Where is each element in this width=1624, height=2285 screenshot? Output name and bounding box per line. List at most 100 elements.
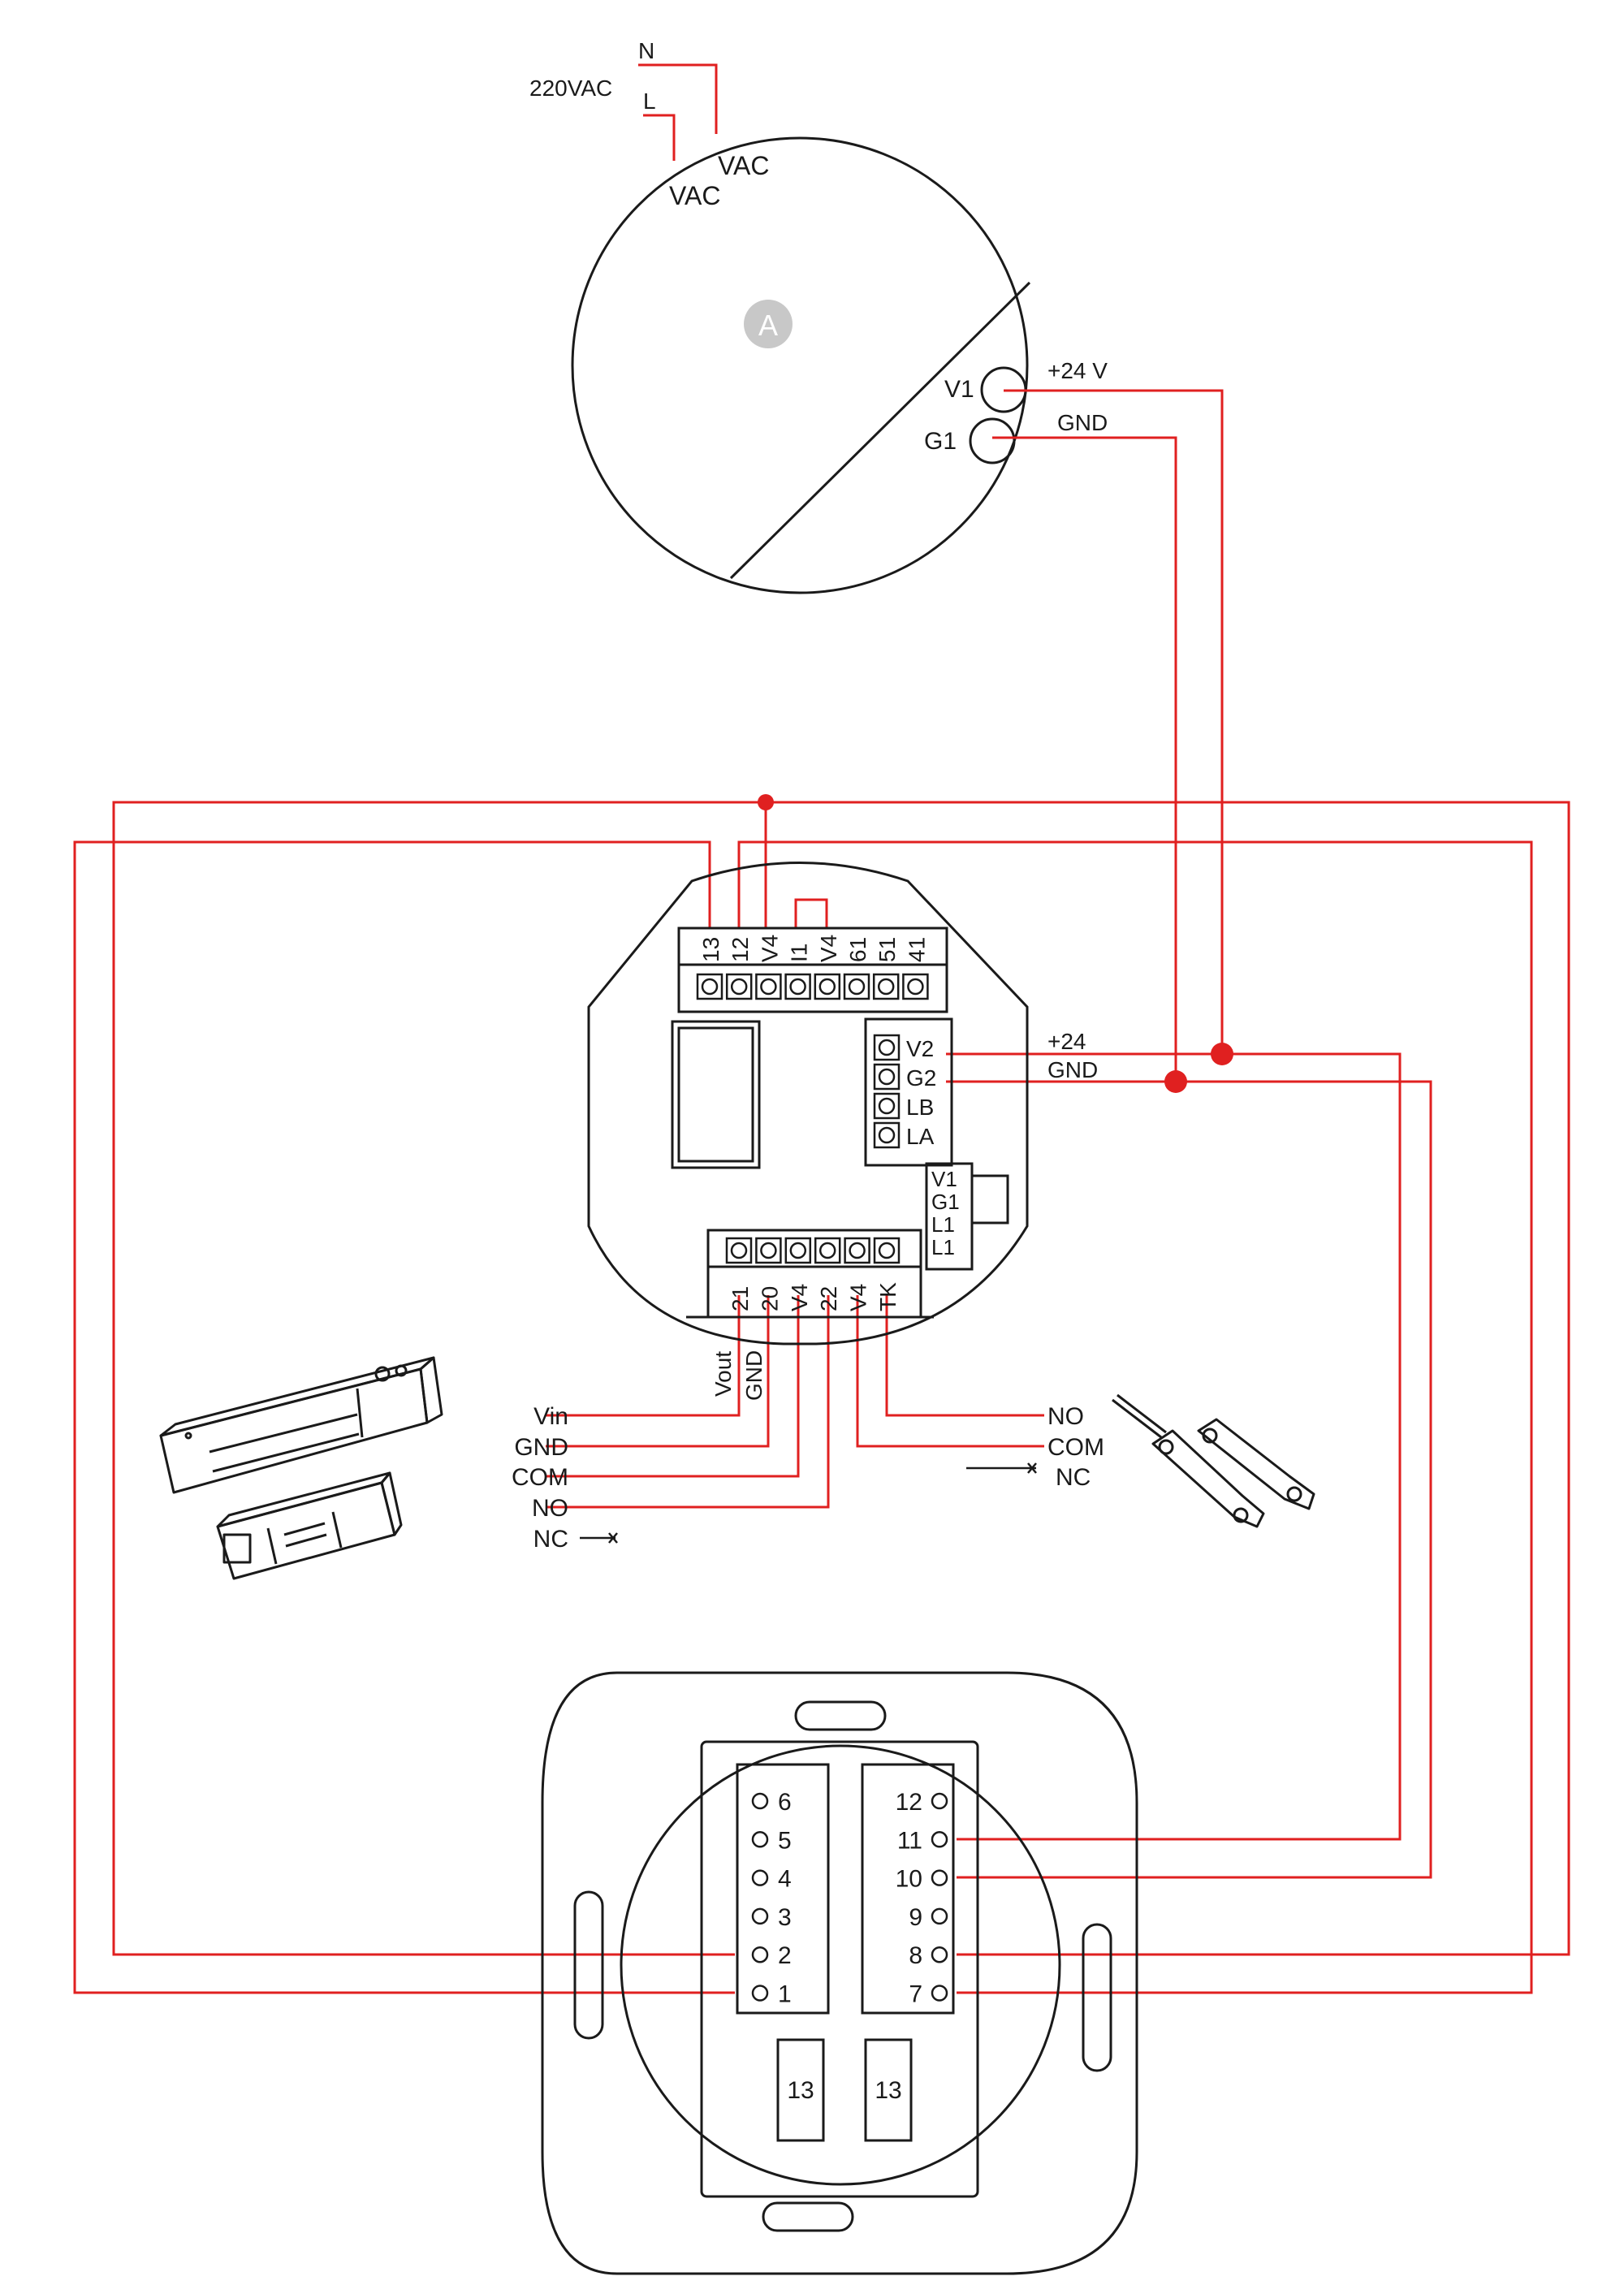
top-terminal-1-screw-icon	[730, 978, 748, 996]
panel-jumper-2-block	[864, 2038, 913, 2142]
label-g1: G1	[924, 428, 957, 455]
right-terminal-3	[873, 1121, 901, 1149]
component-inner	[677, 1026, 754, 1163]
mains-wires	[638, 63, 718, 161]
top-terminal-label: 12	[728, 937, 753, 962]
panel-pin-icon	[751, 1869, 769, 1886]
panel-top-slot	[794, 1700, 887, 1731]
bottom-terminal-label: 22	[816, 1286, 841, 1311]
label-com-lock: COM	[512, 1464, 568, 1491]
right-terminal-2	[873, 1092, 901, 1120]
top-terminal-7-screw-icon	[907, 978, 924, 996]
panel-right-terminal-label: 9	[909, 1904, 922, 1931]
right-terminal-screws	[873, 1034, 901, 1149]
top-terminal-label: 61	[845, 937, 870, 962]
wire-no-lock	[546, 1295, 830, 1509]
top-terminal-screws	[696, 973, 929, 1000]
panel-pin-icon	[931, 1831, 948, 1848]
aux-terminal-label: L1	[931, 1212, 955, 1237]
label-no-lock: NO	[532, 1495, 568, 1522]
panel-left-slot	[573, 1890, 604, 2040]
right-terminal-1	[873, 1063, 901, 1091]
aux-terminal-label: V1	[931, 1167, 957, 1191]
aux-terminal-label: L1	[931, 1235, 955, 1259]
label-plus24v: +24 V	[1047, 358, 1108, 383]
right-terminal-3-screw-icon	[878, 1126, 896, 1144]
panel-right-terminal-block	[861, 1763, 955, 2015]
bottom-terminal-label: V4	[846, 1284, 871, 1311]
top-terminal-6-screw-icon	[877, 978, 895, 996]
label-bus-plus24: +24	[1047, 1029, 1086, 1054]
wall-panel	[541, 1671, 1138, 2275]
bottom-terminal-1	[755, 1237, 782, 1264]
panel-left-terminal-label: 2	[778, 1942, 792, 1969]
top-terminal-4	[814, 973, 841, 1000]
bottom-terminal-screws	[725, 1237, 901, 1264]
panel-pin-icon	[931, 1946, 948, 1963]
bottom-terminal-5	[873, 1237, 901, 1264]
badge-a-label: A	[758, 309, 778, 342]
wire-jumper-i1	[794, 898, 828, 928]
right-terminal-label: LB	[906, 1095, 934, 1120]
wire-gnd-lock	[546, 1295, 770, 1448]
panel-pin-icon	[751, 1907, 769, 1925]
bottom-terminal-0	[725, 1237, 753, 1264]
panel-insert-ring	[620, 1744, 1061, 2186]
wire-vin	[546, 1295, 741, 1417]
bottom-terminal-label: V4	[787, 1284, 812, 1311]
label-vin: Vin	[533, 1403, 568, 1430]
top-terminal-5	[843, 973, 870, 1000]
panel-right-terminal-label: 8	[909, 1942, 922, 1969]
panel-bottom-slot	[762, 2201, 854, 2232]
label-gnd-lock: GND	[514, 1434, 568, 1461]
top-terminal-4-screw-icon	[818, 978, 836, 996]
right-terminal-1-screw-icon	[878, 1068, 896, 1086]
wire-line	[643, 114, 676, 161]
label-vac-2: VAC	[669, 181, 720, 210]
wire-com-sensor	[856, 1295, 1044, 1448]
panel-jumper-1-label: 13	[787, 2077, 814, 2104]
panel-pin-icon	[751, 1946, 769, 1963]
label-vout: Vout	[710, 1351, 736, 1397]
panel-left-terminal-label: 5	[778, 1827, 792, 1854]
bottom-terminal-label: TK	[875, 1282, 901, 1311]
panel-pin-icon	[751, 1985, 769, 2002]
wire-loop-inner-right	[737, 840, 1533, 1994]
label-l: L	[643, 89, 656, 114]
label-gnd-psu: GND	[1057, 410, 1108, 435]
bottom-terminal-label: 20	[757, 1286, 782, 1311]
bottom-terminal-2-screw-icon	[789, 1242, 807, 1259]
bottom-terminal-5-screw-icon	[878, 1242, 896, 1259]
panel-inner-plate	[700, 1740, 979, 2198]
wire-no-sensor	[885, 1295, 1044, 1417]
label-gnd-vertical: GND	[741, 1350, 767, 1401]
panel-left-terminal-label: 3	[778, 1904, 792, 1931]
top-terminal-7	[902, 973, 929, 1000]
component-frame	[671, 1020, 761, 1169]
bottom-terminal-4	[844, 1237, 870, 1264]
panel-left-terminal-block	[736, 1763, 830, 2015]
label-v1: V1	[944, 376, 974, 403]
bottom-terminal-1-screw-icon	[760, 1242, 777, 1259]
label-nc-lock: NC	[533, 1526, 568, 1553]
bottom-terminal-label: 21	[728, 1286, 753, 1311]
wire-g2-to-t10	[946, 1080, 1432, 1879]
top-terminal-label: I1	[787, 944, 812, 962]
panel-left-terminal-label: 1	[778, 1981, 792, 2008]
label-com-sensor: COM	[1047, 1434, 1104, 1461]
panel-right-terminal-label: 12	[896, 1789, 922, 1816]
panel-jumper-2-label: 13	[875, 2077, 901, 2104]
label-220vac: 220VAC	[529, 76, 612, 101]
panel-right-terminal-label: 7	[909, 1981, 922, 2008]
panel-pin-icon	[931, 1985, 948, 2002]
top-terminal-3	[784, 973, 811, 1000]
junction-gnd	[1164, 1070, 1187, 1093]
top-terminal-3-screw-icon	[789, 978, 806, 996]
power-supply-divider	[729, 281, 1031, 580]
right-terminal-0	[873, 1034, 901, 1061]
wire-neutral	[638, 63, 718, 134]
